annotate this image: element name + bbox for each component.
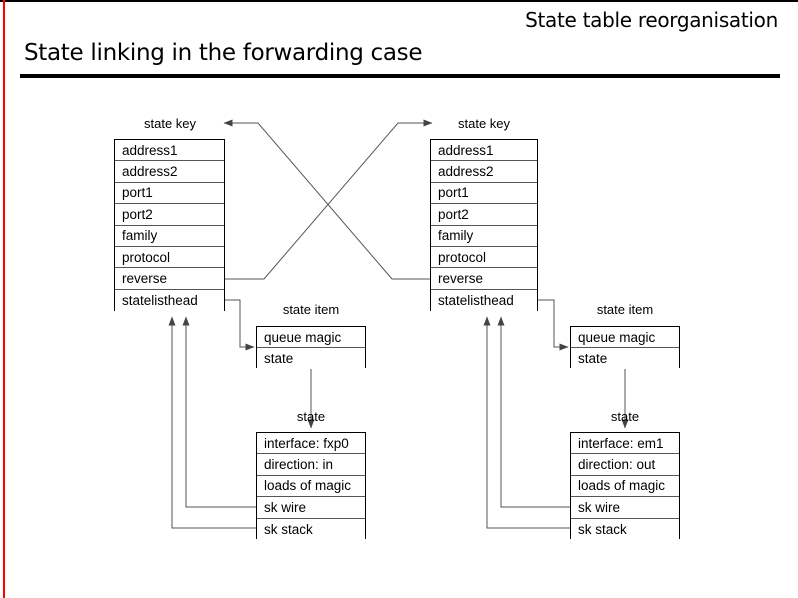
table-row: port2	[431, 204, 537, 226]
caption-right-state-key: state key	[457, 116, 511, 131]
wire-right-reverse-to-left-key	[223, 119, 430, 280]
table-left-state: interface: fxp0 direction: in loads of m…	[256, 432, 366, 540]
table-row: interface: em1	[571, 433, 679, 455]
wire-right-statelisthead-to-item	[538, 299, 569, 351]
table-right-state-key: address1 address2 port1 port2 family pro…	[430, 139, 538, 312]
caption-left-state: state	[296, 409, 326, 424]
page-accent-stripe	[3, 0, 5, 598]
table-row: address2	[431, 161, 537, 183]
table-row: queue magic	[571, 327, 679, 348]
page-top-border	[0, 0, 798, 2]
table-row: state	[257, 348, 365, 369]
page-title: State linking in the forwarding case	[24, 40, 423, 66]
table-left-state-item: queue magic state	[256, 326, 366, 369]
wire-right-skstack-up	[483, 316, 570, 529]
table-row: direction: in	[257, 454, 365, 476]
table-row: reverse	[431, 268, 537, 290]
table-row: queue magic	[257, 327, 365, 348]
table-row: protocol	[115, 246, 224, 269]
deck-section-label: State table reorganisation	[525, 8, 778, 32]
title-underline	[20, 74, 780, 78]
table-row: address2	[115, 161, 224, 183]
table-row: family	[431, 225, 537, 247]
table-row: port1	[115, 182, 224, 205]
table-row: sk wire	[571, 497, 679, 519]
table-left-state-key: address1 address2 port1 port2 family pro…	[114, 139, 225, 312]
table-row: sk stack	[257, 518, 365, 540]
table-right-state-item: queue magic state	[570, 326, 680, 369]
wire-right-skwire-up	[497, 316, 570, 508]
table-row: port1	[431, 182, 537, 205]
wire-left-reverse-to-right-key	[225, 119, 433, 280]
caption-left-state-item: state item	[282, 302, 340, 317]
table-row: sk stack	[571, 518, 679, 540]
table-row: reverse	[115, 268, 224, 290]
table-row: family	[115, 225, 224, 247]
wire-left-skwire-up	[182, 316, 256, 508]
caption-left-state-key: state key	[143, 116, 197, 131]
table-row: address1	[431, 140, 537, 162]
table-row: sk wire	[257, 497, 365, 519]
caption-right-state-item: state item	[596, 302, 654, 317]
table-row: statelisthead	[115, 289, 224, 312]
table-row: protocol	[431, 246, 537, 269]
wire-left-skstack-up	[168, 316, 256, 529]
table-row: loads of magic	[571, 475, 679, 498]
table-row: statelisthead	[431, 289, 537, 312]
table-row: port2	[115, 204, 224, 226]
wire-left-statelisthead-to-item	[225, 299, 255, 351]
table-row: address1	[115, 140, 224, 162]
table-row: loads of magic	[257, 475, 365, 498]
caption-right-state: state	[610, 409, 640, 424]
table-row: state	[571, 348, 679, 369]
table-row: direction: out	[571, 454, 679, 476]
table-row: interface: fxp0	[257, 433, 365, 455]
table-right-state: interface: em1 direction: out loads of m…	[570, 432, 680, 540]
